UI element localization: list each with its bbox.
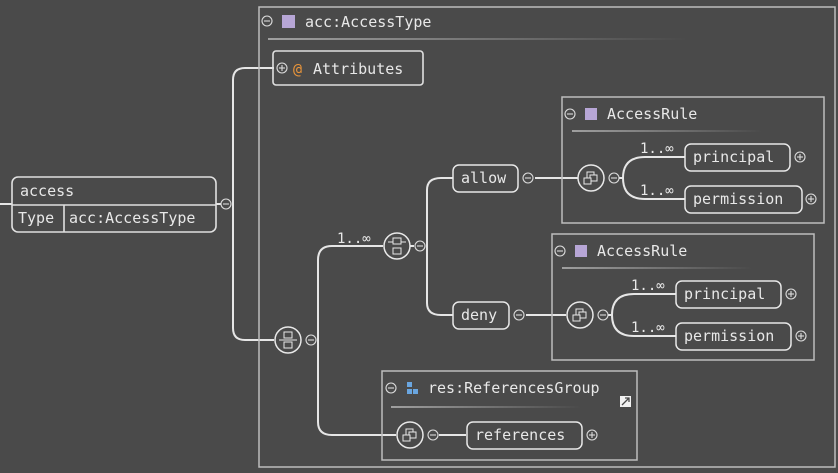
deny-permission-label: permission	[684, 327, 774, 345]
references-group: res:ReferencesGroup	[381, 370, 638, 461]
deny-permission-element[interactable]: permission	[675, 322, 792, 351]
attribute-at-icon: @	[293, 60, 302, 78]
access-rule-allow-title: AccessRule	[607, 105, 697, 123]
complex-type-icon	[282, 15, 295, 28]
deny-principal-label: principal	[684, 285, 765, 303]
deny-principal-expand-toggle[interactable]	[785, 288, 797, 300]
complex-type-group: acc:AccessType	[258, 6, 836, 468]
access-rule-deny-underline	[562, 267, 752, 269]
deny-element[interactable]: deny	[452, 301, 510, 330]
references-group-title: res:ReferencesGroup	[428, 379, 600, 397]
root-element-access[interactable]: access Type acc:AccessType	[11, 176, 217, 233]
root-element-name: access	[20, 182, 74, 200]
allow-principal-element[interactable]: principal	[684, 143, 791, 172]
complex-type-collapse-toggle[interactable]	[261, 15, 273, 27]
allow-principal-multiplicity: 1..∞	[640, 141, 674, 157]
allow-toggle[interactable]	[522, 172, 534, 184]
allow-principal-label: principal	[693, 148, 774, 166]
access-rule-deny-sequence-toggle[interactable]	[597, 309, 609, 321]
attributes-node[interactable]: @ Attributes	[272, 50, 424, 86]
choice-compositor[interactable]	[383, 232, 411, 260]
allow-label: allow	[461, 169, 507, 187]
access-rule-deny-icon	[575, 245, 587, 257]
allow-principal-expand-toggle[interactable]	[794, 151, 806, 163]
access-rule-allow-sequence-toggle[interactable]	[608, 172, 620, 184]
access-rule-deny-title: AccessRule	[597, 242, 687, 260]
access-rule-allow-group: AccessRule	[561, 96, 825, 224]
access-rule-allow-border	[561, 96, 825, 224]
allow-element[interactable]: allow	[452, 164, 519, 193]
allow-permission-multiplicity: 1..∞	[640, 183, 674, 199]
references-group-border	[381, 370, 638, 461]
open-reference-icon[interactable]	[620, 396, 631, 407]
complex-type-underline	[268, 38, 688, 40]
group-icon	[407, 382, 418, 394]
root-collapse-toggle[interactable]	[220, 198, 232, 210]
references-group-collapse-toggle[interactable]	[385, 382, 397, 394]
allow-permission-element[interactable]: permission	[684, 185, 803, 214]
deny-label: deny	[461, 306, 497, 324]
allow-permission-expand-toggle[interactable]	[805, 193, 817, 205]
complex-type-border	[258, 6, 836, 468]
access-rule-allow-collapse-toggle[interactable]	[564, 108, 576, 120]
access-rule-allow-icon	[585, 108, 597, 120]
connectors	[0, 67, 685, 436]
allow-permission-label: permission	[693, 190, 783, 208]
type-label: Type	[18, 209, 54, 227]
references-element[interactable]: references	[466, 421, 583, 450]
deny-permission-expand-toggle[interactable]	[795, 330, 807, 342]
outer-sequence-compositor[interactable]	[274, 326, 302, 354]
type-value: acc:AccessType	[69, 209, 195, 227]
deny-principal-element[interactable]: principal	[675, 280, 782, 309]
references-expand-toggle[interactable]	[586, 429, 598, 441]
attributes-expand-toggle[interactable]	[276, 62, 288, 74]
access-rule-deny-collapse-toggle[interactable]	[554, 245, 566, 257]
references-label: references	[475, 426, 565, 444]
attributes-box	[272, 50, 424, 86]
references-sequence-toggle[interactable]	[427, 429, 439, 441]
references-sequence[interactable]	[396, 421, 424, 449]
complex-type-title: acc:AccessType	[305, 13, 431, 31]
access-rule-allow-sequence[interactable]	[577, 164, 605, 192]
attributes-label: Attributes	[313, 60, 403, 78]
deny-toggle[interactable]	[513, 309, 525, 321]
deny-permission-multiplicity: 1..∞	[631, 320, 665, 336]
references-group-underline	[391, 406, 581, 408]
choice-multiplicity: 1..∞	[337, 231, 371, 247]
outer-sequence-toggle[interactable]	[305, 334, 317, 346]
deny-principal-multiplicity: 1..∞	[631, 278, 665, 294]
access-rule-deny-border	[551, 233, 815, 361]
access-rule-deny-group: AccessRule	[551, 233, 815, 361]
choice-toggle[interactable]	[414, 240, 426, 252]
access-rule-allow-underline	[572, 130, 762, 132]
access-rule-deny-sequence[interactable]	[566, 301, 594, 329]
